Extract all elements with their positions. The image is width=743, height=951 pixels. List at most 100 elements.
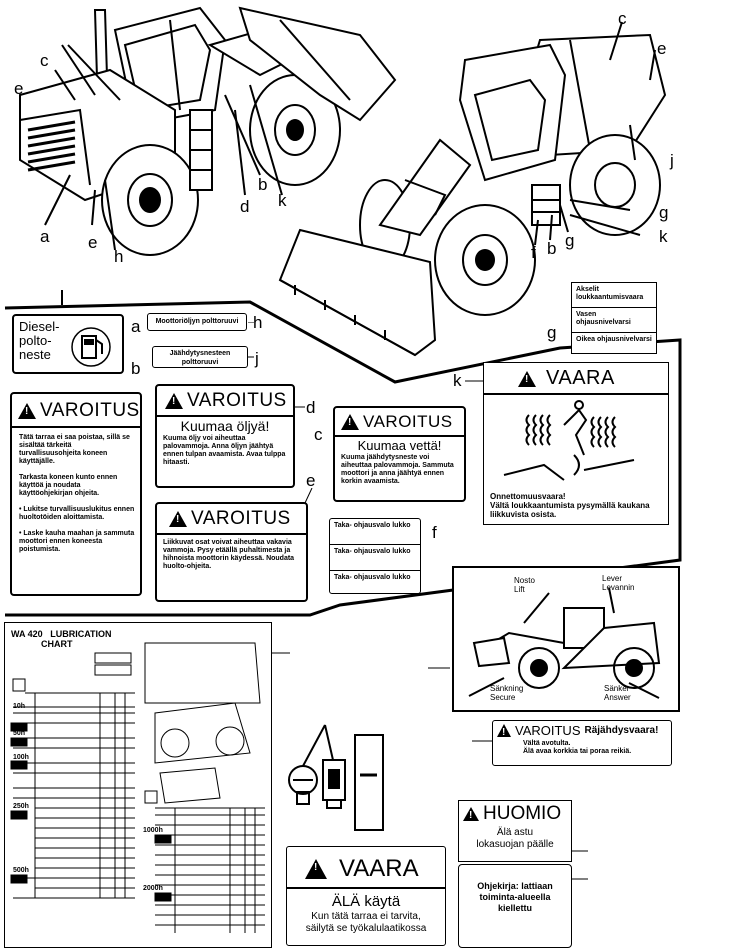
raise-label: Answer — [604, 693, 631, 702]
callout-line — [472, 740, 492, 742]
loader-front-view-illustration — [278, 21, 667, 357]
callout-e: e — [88, 233, 98, 252]
danger-title: VAARA — [546, 367, 615, 389]
moving-parts-warning-e: VAROITUS Liikkuvat osat voivat aiheuttaa… — [155, 502, 308, 602]
axle-row: Akselit loukkaantumisvaara — [572, 283, 656, 308]
warning-title: VAROITUS — [515, 723, 581, 738]
callout-a: a — [40, 227, 50, 246]
danger-title: VAARA — [339, 855, 419, 882]
lube-interval: 1000h — [143, 827, 163, 834]
callout-line — [465, 380, 483, 382]
explosion-line: Vältä avotulta. — [523, 740, 571, 747]
axle-row: Oikea ohjausnivelvarsi — [576, 336, 652, 343]
danger-label-k: VAARA Onnettomuusvaara! Vältä loukkaantu… — [483, 362, 669, 525]
raise-label: Sänker — [604, 684, 630, 693]
notice-line: toiminta-alueella — [479, 892, 551, 902]
coolant-text: Jäähdytysnesteen polttoruuvi — [169, 350, 231, 366]
callout-line — [428, 667, 450, 669]
warning-triangle-icon — [169, 511, 187, 527]
engine-oil-text: Moottoriöljyn polttoruuvi — [155, 318, 239, 325]
callout-d: d — [306, 398, 316, 417]
warning-triangle-icon — [497, 724, 511, 738]
loader-side-view-icon — [468, 587, 661, 699]
loader-rear-view-illustration — [19, 6, 397, 256]
caution-title: HUOMIO — [483, 803, 562, 824]
notice-line: Ohjekirja: lattiaan — [477, 881, 553, 891]
lube-interval: 10h — [13, 703, 26, 710]
danger-do-not-operate-label: VAARA ÄLÄ käytä Kun tätä tarraa ei tarvi… — [286, 846, 446, 946]
lower-label: Sänkning — [490, 684, 524, 693]
callout-k: k — [278, 191, 287, 210]
light-row: Taka- ohjausvalo lukko — [330, 519, 420, 545]
fuel-pump-icon — [71, 327, 111, 367]
warning-triangle-icon — [463, 807, 479, 821]
caution-label: HUOMIO Älä astu lokasuojan päälle — [458, 800, 572, 862]
danger-caption-title: Onnettomuusvaara! — [490, 492, 566, 501]
callout-e: e — [306, 471, 316, 490]
callout-j: j — [255, 349, 259, 368]
warning-title: VAROITUS — [363, 412, 453, 431]
callout-b: b — [258, 175, 268, 194]
callout-line — [295, 406, 305, 408]
callout-c: c — [618, 9, 627, 28]
fuel-label-line: Diesel- — [19, 319, 60, 334]
warning-triangle-icon — [341, 414, 359, 430]
lube-interval: 250h — [13, 803, 29, 810]
callout-b: b — [547, 239, 557, 258]
callout-line — [272, 652, 290, 654]
lever-label: Levannin — [602, 583, 635, 592]
callout-e: e — [14, 79, 24, 98]
danger-line: säilytä se työkalulaatikossa — [305, 923, 427, 934]
light-row: Taka- ohjausvalo lukko — [334, 574, 411, 581]
lube-interval: 100h — [13, 754, 29, 761]
callout-a: a — [131, 317, 141, 336]
callout-line — [248, 322, 254, 358]
callout-line — [572, 850, 588, 852]
callout-g: g — [547, 323, 557, 342]
fuel-label-line: polto- — [19, 333, 52, 348]
warning-triangle-icon — [165, 393, 183, 409]
callout-f: f — [432, 523, 437, 542]
lube-interval: 2000h — [143, 885, 163, 892]
danger-caption: Vältä loukkaantumista pysymällä kaukana … — [490, 501, 650, 519]
warning-title: VAROITUS — [40, 400, 140, 421]
light-row: Taka- ohjausvalo lukko — [330, 545, 420, 571]
lower-label: Secure — [490, 693, 516, 702]
warning-triangle-icon — [305, 859, 327, 879]
lube-model: WA 420 — [11, 629, 43, 639]
crushing-hazard-icon — [503, 400, 635, 481]
callout-b: b — [131, 359, 141, 378]
light-label-f: Taka- ohjausvalo lukko Taka- ohjausvalo … — [329, 518, 421, 594]
axle-label-g: Akselit loukkaantumisvaara Vasen ohjausn… — [571, 282, 657, 354]
lift-label: Lift — [514, 585, 525, 594]
hot-water-body: Kuuma jäähdytysneste voi aiheuttaa palov… — [341, 454, 454, 485]
callout-line — [304, 488, 313, 504]
warning-paragraph: • Laske kauha maahan ja sammuta moottori… — [19, 530, 135, 553]
explosion-warning-label: VAROITUS Räjähdysvaara! Vältä avotulta. … — [492, 720, 672, 766]
moving-parts-body: Liikkuvat osat voivat aiheuttaa vakavia … — [163, 539, 295, 570]
warning-paragraph: Tätä tarraa ei saa poistaa, sillä se sis… — [19, 434, 130, 465]
danger-line: Kun tätä tarraa ei tarvita, — [311, 911, 421, 922]
lube-diagram — [10, 642, 265, 933]
callout-g: g — [565, 231, 575, 250]
callout-h: h — [253, 313, 263, 332]
lift-lever-panel: Nosto Lift Lever Levannin Sänkning Secur… — [452, 566, 680, 712]
callout-k: k — [453, 371, 462, 390]
warning-title: VAROITUS — [191, 508, 291, 529]
danger-line: ÄLÄ käytä — [331, 893, 401, 910]
warning-paragraph: Tarkasta koneen kunto ennen käyttöä ja n… — [19, 474, 118, 497]
label-panel-outline — [4, 290, 682, 617]
callout-c: c — [40, 51, 49, 70]
explosion-subtitle: Räjähdysvaara! — [584, 725, 659, 736]
callout-c: c — [314, 425, 323, 444]
callout-e: e — [657, 39, 667, 58]
warning-title: VAROITUS — [187, 390, 287, 411]
fuel-label-a: Diesel- polto- neste — [12, 314, 124, 374]
callout-f: f — [531, 243, 536, 262]
callout-k: k — [659, 227, 668, 246]
notice-line: kiellettu — [497, 903, 532, 913]
callout-g: g — [659, 203, 669, 222]
warning-triangle-icon — [518, 370, 536, 387]
callout-line — [572, 878, 588, 880]
hot-oil-warning-d: VAROITUS Kuumaa öljyä! Kuuma öljy voi ai… — [155, 384, 295, 488]
